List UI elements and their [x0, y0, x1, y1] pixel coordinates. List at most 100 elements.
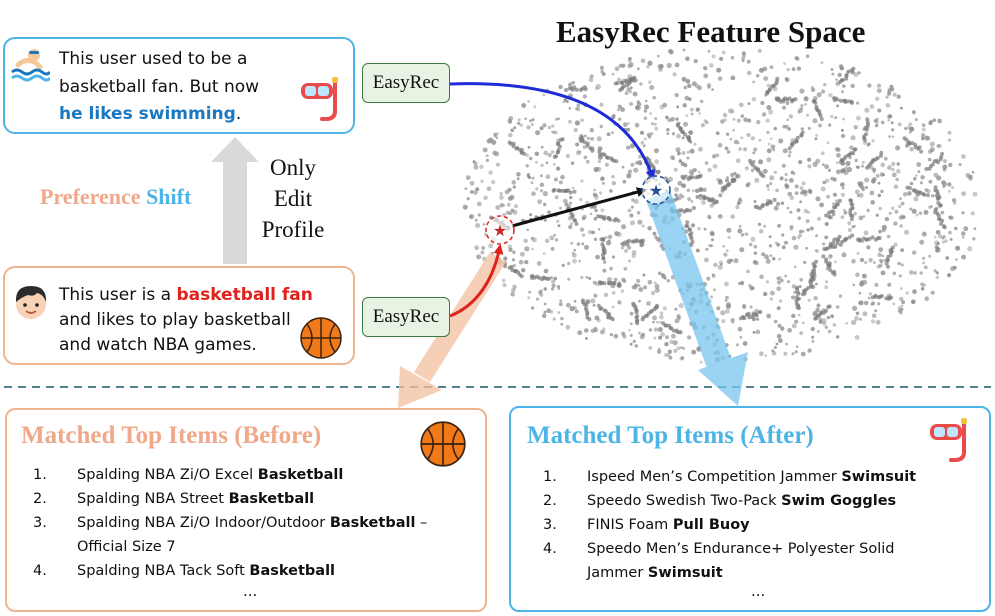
- scatter-point: [543, 202, 547, 207]
- scatter-point: [658, 335, 663, 340]
- scatter-point: [893, 242, 898, 247]
- scatter-point: [552, 317, 556, 321]
- scatter-point: [524, 246, 530, 252]
- scatter-point: [951, 198, 957, 203]
- scatter-point: [653, 336, 657, 340]
- scatter-point: [649, 85, 655, 90]
- scatter-point: [973, 227, 977, 231]
- scatter-point: [802, 321, 805, 325]
- scatter-point: [901, 300, 905, 305]
- scatter-point: [729, 137, 733, 141]
- scatter-point: [654, 287, 660, 293]
- scatter-point: [885, 258, 890, 263]
- scatter-point: [631, 250, 637, 255]
- scatter-point: [838, 98, 843, 103]
- scatter-point: [570, 161, 575, 165]
- scatter-point: [639, 82, 643, 86]
- scatter-point: [783, 351, 788, 356]
- scatter-point: [568, 224, 573, 230]
- scatter-point: [780, 326, 785, 331]
- scatter-point: [650, 132, 654, 136]
- scatter-point: [944, 239, 948, 243]
- scatter-point: [711, 54, 716, 59]
- scatter-point: [854, 158, 858, 162]
- scatter-point: [955, 258, 958, 261]
- scatter-point: [815, 307, 820, 313]
- scatter-point: [776, 286, 781, 292]
- scatter-point: [927, 166, 932, 171]
- scatter-point: [812, 161, 818, 167]
- scatter-point: [806, 228, 810, 232]
- scatter-point: [954, 226, 958, 231]
- scatter-point: [793, 244, 799, 250]
- scatter-point: [762, 168, 768, 174]
- basketball-icon: [300, 317, 342, 359]
- scatter-point: [691, 349, 697, 355]
- scatter-point: [778, 338, 783, 343]
- scatter-point: [623, 267, 628, 271]
- scatter-point: [871, 313, 877, 319]
- scatter-point: [784, 77, 789, 81]
- scatter-point: [462, 204, 468, 210]
- scatter-point: [549, 235, 555, 241]
- scatter-point: [743, 147, 748, 152]
- scatter-point: [815, 234, 818, 238]
- scatter-point: [699, 197, 702, 201]
- scatter-point: [725, 178, 729, 183]
- scatter-point: [875, 173, 880, 178]
- profile-old-line2: and likes to play basketball: [59, 310, 291, 330]
- scatter-point: [938, 203, 942, 208]
- scatter-point: [565, 324, 571, 330]
- scatter-point: [867, 83, 872, 88]
- scatter-point: [671, 328, 676, 333]
- scatter-point: [476, 254, 482, 260]
- scatter-point: [832, 177, 836, 181]
- scatter-point: [529, 213, 533, 217]
- scatter-point: [680, 174, 685, 179]
- scatter-point: [542, 313, 547, 318]
- scatter-point: [824, 325, 829, 329]
- scatter-point: [826, 210, 831, 215]
- scatter-point: [853, 72, 859, 77]
- scatter-point: [858, 291, 862, 295]
- scatter-point: [938, 157, 943, 162]
- scatter-point: [594, 193, 599, 198]
- scatter-point: [656, 170, 661, 175]
- scatter-point: [572, 189, 577, 194]
- scatter-point: [796, 306, 801, 310]
- scatter-point: [589, 74, 594, 79]
- scatter-point: [654, 283, 660, 289]
- scatter-point: [938, 234, 943, 239]
- scatter-point: [813, 100, 818, 105]
- scatter-point: [752, 330, 756, 334]
- scatter-point: [677, 151, 681, 156]
- scatter-point: [704, 161, 709, 165]
- scatter-point: [721, 50, 726, 55]
- scatter-point: [738, 282, 741, 285]
- scatter-point: [773, 346, 777, 349]
- scatter-point: [709, 203, 714, 208]
- scatter-point: [508, 120, 512, 124]
- scatter-point: [473, 161, 478, 166]
- scatter-point: [531, 237, 537, 243]
- scatter-point: [542, 252, 546, 255]
- scatter-point: [476, 201, 482, 207]
- scatter-point: [793, 97, 798, 102]
- list-item: 2.Speedo Swedish Two-Pack Swim Goggles: [543, 490, 973, 512]
- scatter-point: [811, 335, 815, 339]
- scatter-point: [711, 238, 714, 242]
- scatter-point: [725, 295, 729, 300]
- scatter-point: [590, 298, 596, 304]
- scatter-point: [742, 304, 747, 309]
- scatter-point: [769, 297, 774, 301]
- scatter-point: [803, 208, 808, 214]
- scatter-point: [582, 214, 587, 220]
- scatter-point: [607, 234, 613, 239]
- scatter-point: [835, 97, 840, 102]
- scatter-point: [485, 154, 489, 158]
- scatter-point: [761, 112, 767, 117]
- scatter-point: [545, 161, 549, 165]
- scatter-point: [759, 351, 764, 357]
- scatter-point: [552, 187, 557, 192]
- list-item-number: 3.: [543, 517, 557, 533]
